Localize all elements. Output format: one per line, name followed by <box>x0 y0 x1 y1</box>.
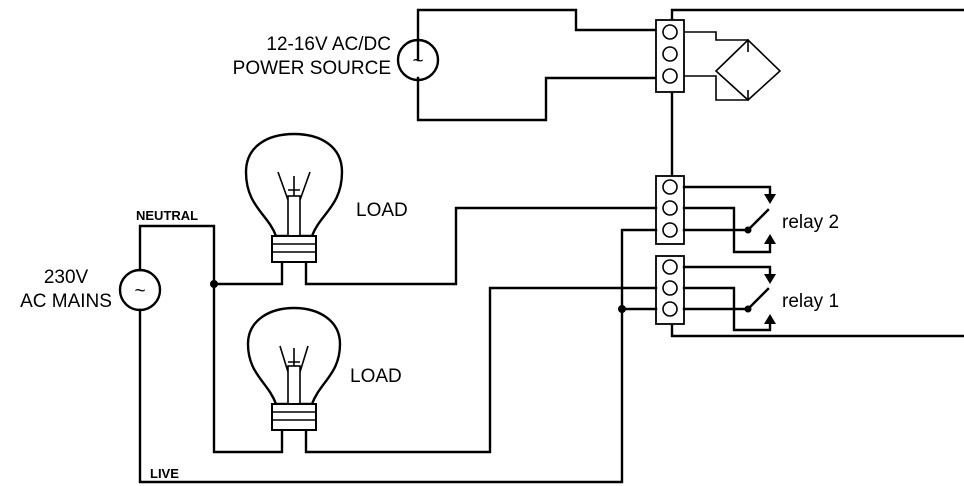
relay-1-contact-bottom <box>764 314 776 324</box>
mains-wiring: ~ 230V AC MAINS NEUTRAL LIVE <box>20 206 658 484</box>
rectifier-wire-top <box>684 31 749 52</box>
top-bulb-base-threads <box>272 243 316 253</box>
power-source: ~ 12-16V AC/DC POWER SOURCE <box>233 8 658 122</box>
mains-source-tilde: ~ <box>134 281 145 302</box>
relay-1-terminal-block <box>655 255 685 325</box>
relay-2-screw-3 <box>662 222 678 238</box>
power-wire-bottom <box>416 76 658 122</box>
relay-1-contact-top <box>764 274 776 284</box>
top-bulb-glass <box>244 132 344 238</box>
relay-2-terminal-block <box>655 175 685 245</box>
power-source-tilde: ~ <box>412 51 423 72</box>
mains-label-line1: 230V <box>44 267 89 288</box>
neutral-wire <box>138 224 284 454</box>
top-bulb-base <box>271 235 317 263</box>
mains-source-symbol <box>118 268 162 312</box>
bottom-bulb-base <box>271 403 317 431</box>
power-source-label-line1: 12-16V AC/DC <box>266 34 391 55</box>
relay-2-pivot <box>744 226 752 234</box>
live-label: LIVE <box>150 466 179 481</box>
power-wire-top <box>416 8 658 62</box>
power-terminal-block <box>655 19 685 93</box>
bottom-bulb-base-threads <box>272 411 316 421</box>
power-terminal-screw-3 <box>662 68 678 84</box>
power-terminal-screw-1 <box>662 24 678 40</box>
relay-1-nc-wire <box>682 286 772 332</box>
bottom-load-label: LOAD <box>350 366 402 387</box>
top-load-bulb: LOAD <box>244 132 408 263</box>
top-load-label: LOAD <box>356 200 408 221</box>
relay-2-no-wire <box>682 185 772 202</box>
relay-2-screw-2 <box>662 200 678 216</box>
relay-2-contact-bottom <box>764 234 776 244</box>
live-junction <box>618 305 626 313</box>
rectifier-wire-bottom <box>684 75 749 101</box>
bottom-bulb-glass <box>246 306 342 406</box>
relay-1-label: relay 1 <box>782 291 839 312</box>
relay-1-pivot <box>744 305 752 313</box>
relay-2-common-wire <box>682 208 770 232</box>
bottom-bulb-filament <box>279 345 309 373</box>
neutral-label: NEUTRAL <box>136 208 198 223</box>
relay-2-screw-1 <box>662 179 678 195</box>
relay-1-screw-1 <box>662 259 678 275</box>
top-bulb-filament <box>277 171 311 201</box>
power-terminal-screw-2 <box>662 46 678 62</box>
top-bulb-stem <box>287 195 301 237</box>
relay-1-contacts: relay 1 <box>682 265 839 332</box>
mains-label-line2: AC MAINS <box>20 291 112 312</box>
bottom-load-bulb: LOAD <box>246 306 402 431</box>
power-source-label-line2: POWER SOURCE <box>233 58 391 79</box>
relay-1-common-wire <box>682 287 770 311</box>
relay-1-screw-3 <box>662 301 678 317</box>
live-wire <box>138 228 658 484</box>
neutral-branch-top-load <box>212 260 284 286</box>
bottom-load-return-wire <box>304 286 658 454</box>
power-source-symbol <box>396 38 440 82</box>
top-load-return-wire <box>304 206 658 286</box>
bottom-bulb-stem <box>287 365 301 405</box>
neutral-junction <box>210 280 218 288</box>
relay-1-no-wire <box>682 265 772 282</box>
relay-2-nc-wire <box>682 206 772 254</box>
relay-2-contact-top <box>764 194 776 204</box>
bridge-rectifier <box>684 31 782 102</box>
rectifier-diamond <box>714 38 782 102</box>
relay-2-label: relay 2 <box>782 212 839 233</box>
relay-1-screw-2 <box>662 280 678 296</box>
relay-2-contacts: relay 2 <box>682 185 839 254</box>
